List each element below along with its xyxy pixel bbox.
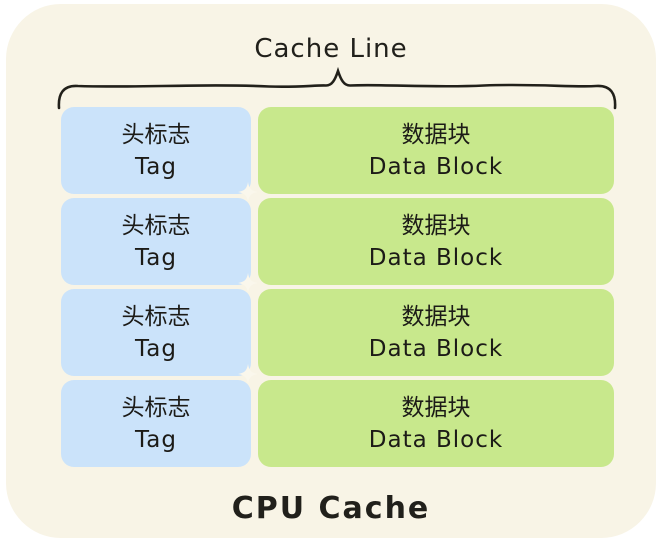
data-block-label-en: Data Block [368, 426, 504, 453]
tag-label-zh: 头标志 [121, 121, 191, 148]
cache-row: 头标志 Tag 数据块 Data Block [61, 380, 614, 467]
cache-rows: 头标志 Tag 数据块 Data Block 头标志 Tag 数据块 Data … [61, 107, 614, 467]
data-block-label-en: Data Block [368, 244, 504, 271]
data-block-label-en: Data Block [368, 335, 504, 362]
data-block-label-en: Data Block [368, 153, 504, 180]
tag-label-en: Tag [135, 244, 177, 271]
data-block-cell: 数据块 Data Block [258, 198, 614, 285]
cache-row: 头标志 Tag 数据块 Data Block [61, 107, 614, 194]
data-block-label-zh: 数据块 [401, 303, 471, 330]
tag-label-zh: 头标志 [121, 394, 191, 421]
tag-cell: 头标志 Tag [61, 107, 251, 194]
tag-label-en: Tag [135, 335, 177, 362]
cache-line-brace-icon [57, 66, 617, 110]
tag-label-en: Tag [135, 153, 177, 180]
data-block-label-zh: 数据块 [401, 121, 471, 148]
cache-row: 头标志 Tag 数据块 Data Block [61, 289, 614, 376]
tag-label-en: Tag [135, 426, 177, 453]
data-block-label-zh: 数据块 [401, 394, 471, 421]
cache-row: 头标志 Tag 数据块 Data Block [61, 198, 614, 285]
cache-line-label: Cache Line [254, 34, 408, 64]
tag-label-zh: 头标志 [121, 212, 191, 239]
data-block-label-zh: 数据块 [401, 212, 471, 239]
data-block-cell: 数据块 Data Block [258, 107, 614, 194]
cpu-cache-label: CPU Cache [231, 491, 431, 526]
data-block-cell: 数据块 Data Block [258, 380, 614, 467]
tag-cell: 头标志 Tag [61, 198, 251, 285]
cpu-cache-panel: Cache Line 头标志 Tag 数据块 Data Block 头标志 Ta… [6, 4, 656, 538]
tag-cell: 头标志 Tag [61, 289, 251, 376]
data-block-cell: 数据块 Data Block [258, 289, 614, 376]
tag-cell: 头标志 Tag [61, 380, 251, 467]
tag-label-zh: 头标志 [121, 303, 191, 330]
